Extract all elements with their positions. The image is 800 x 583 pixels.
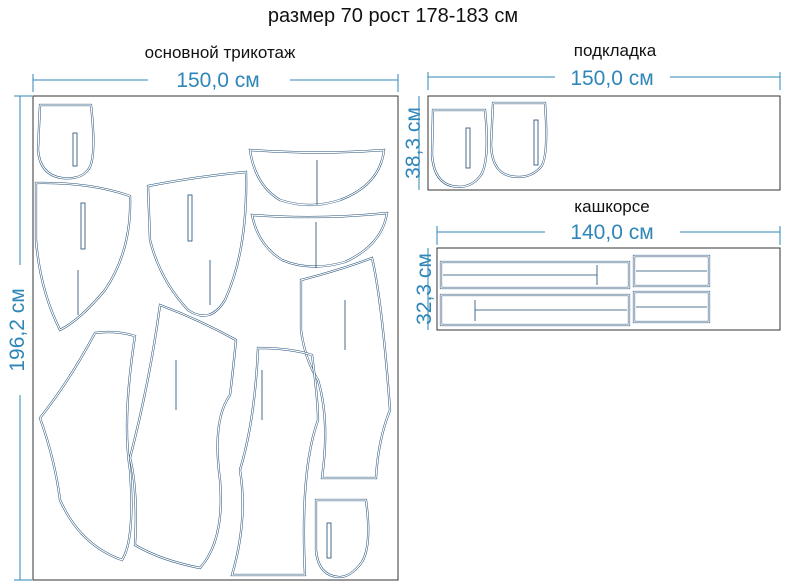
lining-height-dimension: 38,3 см [402, 96, 425, 190]
kashkorse-strip-top [439, 260, 631, 290]
kashkorse-cuff-top [632, 254, 711, 288]
piece-pocket-bottom [314, 498, 370, 579]
piece-collar-upper [248, 148, 386, 207]
piece-side [230, 346, 320, 577]
lining-area [427, 95, 781, 191]
lining-height: 38,3 см [402, 107, 425, 179]
kashkorse-width: 140,0 см [570, 221, 653, 244]
main-fabric-height-dimension: 196,2 см [6, 95, 32, 581]
lining-pocket-right [489, 101, 548, 179]
main-fabric-label: основной трикотаж [145, 43, 296, 62]
piece-front-center [128, 303, 238, 570]
lining-label: подкладка [574, 41, 657, 60]
piece-hood-left [34, 181, 132, 332]
kashkorse-strip-bottom [439, 293, 631, 327]
piece-hood-right [146, 170, 248, 317]
main-fabric-area [32, 95, 399, 581]
main-fabric-width-dimension: 150,0 см [32, 69, 399, 92]
piece-pocket-small [36, 103, 95, 180]
lining-width: 150,0 см [570, 67, 653, 90]
kashkorse-height: 32,3 см [413, 253, 436, 325]
lining-width-dimension: 150,0 см [427, 67, 781, 90]
kashkorse-area [436, 247, 781, 331]
piece-back [38, 330, 137, 562]
lining-pocket-left [430, 108, 488, 188]
kashkorse-height-dimension: 32,3 см [413, 248, 436, 330]
kashkorse-width-dimension: 140,0 см [436, 221, 781, 245]
main-fabric-width: 150,0 см [176, 69, 259, 92]
piece-collar-lower [250, 211, 389, 268]
kashkorse-cuff-bottom [632, 290, 711, 324]
kashkorse-label: кашкорсе [574, 197, 649, 216]
page-title: размер 70 рост 178-183 см [268, 5, 518, 27]
main-fabric-height: 196,2 см [6, 288, 29, 371]
piece-sleeve-right [299, 256, 392, 480]
